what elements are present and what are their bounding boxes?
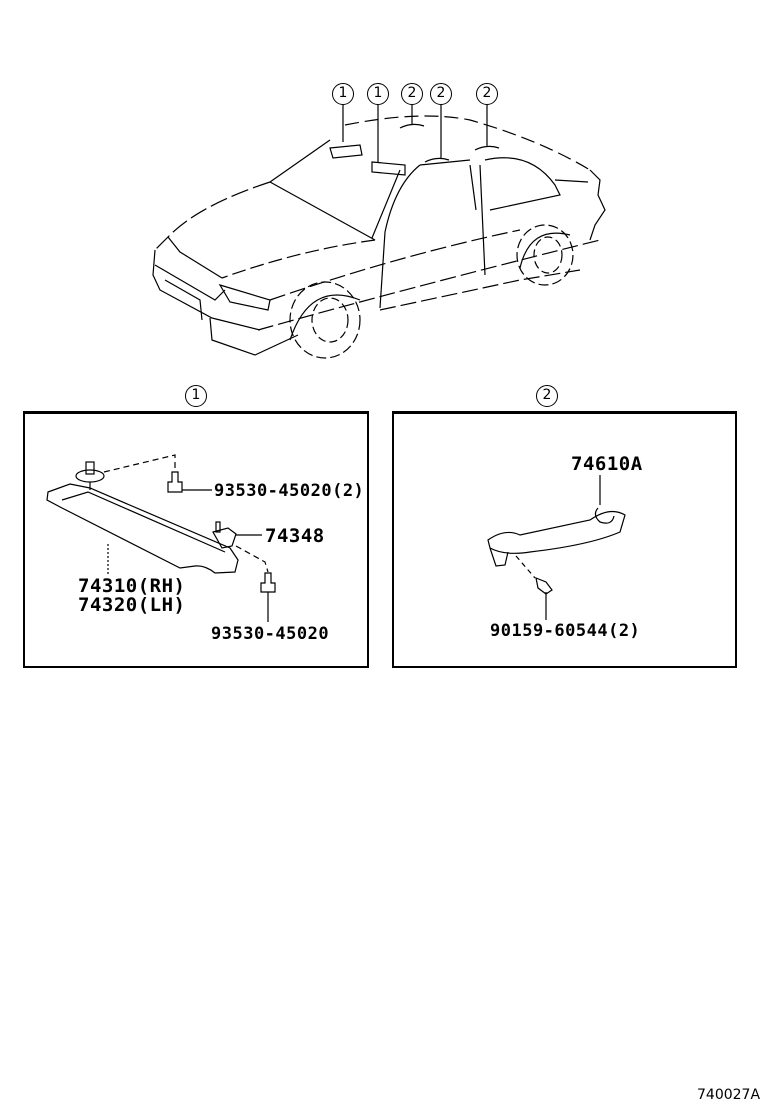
assist-grip-illustration (487, 475, 626, 620)
part-number-visor-lh[interactable]: 74320(LH) (78, 594, 186, 616)
car-overview-illustration (152, 104, 606, 359)
callout-1-visor-front: 1 (332, 83, 354, 105)
part-number-grip-screw[interactable]: 90159-60544(2) (490, 621, 641, 641)
diagram-reference-code: 740027A (697, 1087, 760, 1103)
callout-1-visor-rear: 1 (367, 83, 389, 105)
part-number-assist-grip[interactable]: 74610A (571, 453, 643, 475)
panel-2-callout: 2 (536, 385, 558, 407)
panel-1-sun-visor (23, 411, 369, 668)
panel-1-callout: 1 (185, 385, 207, 407)
panel-2-assist-grip (392, 411, 737, 668)
part-number-screw-top[interactable]: 93530-45020(2) (214, 481, 365, 501)
callout-2-grip-front: 2 (401, 83, 423, 105)
callout-2-grip-mid: 2 (430, 83, 452, 105)
part-number-visor-rh[interactable]: 74310(RH) (78, 575, 186, 597)
part-number-screw-bottom[interactable]: 93530-45020 (211, 624, 330, 644)
callout-2-grip-rear: 2 (476, 83, 498, 105)
sun-visor-illustration (46, 454, 276, 622)
part-number-clip[interactable]: 74348 (265, 525, 325, 547)
